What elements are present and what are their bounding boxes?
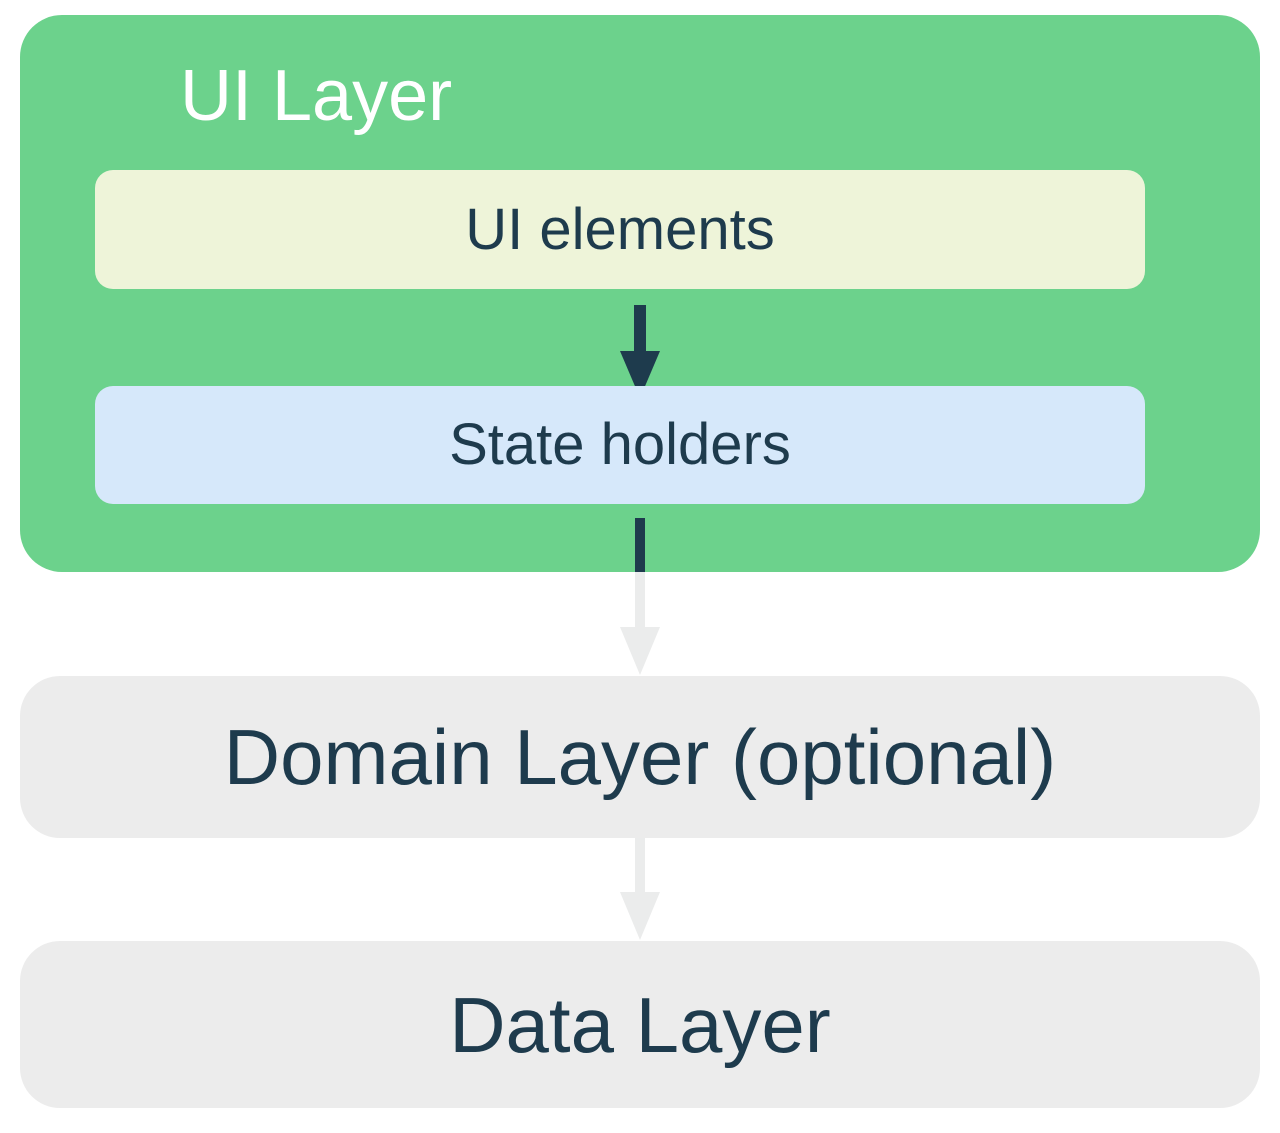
state-holders-label: State holders	[449, 412, 791, 477]
arrow-stub-dark	[635, 518, 645, 572]
ui-elements-label: UI elements	[465, 196, 775, 262]
data-layer-box: Data Layer	[20, 941, 1260, 1108]
ui-elements-box: UI elements	[95, 170, 1145, 289]
domain-layer-box: Domain Layer (optional)	[20, 676, 1260, 838]
domain-layer-label: Domain Layer (optional)	[223, 713, 1057, 801]
state-holders-box: State holders	[95, 386, 1145, 504]
arrow-down-light-icon	[620, 838, 660, 940]
arrow-down-light-icon	[620, 572, 660, 675]
ui-layer-title: UI Layer	[180, 56, 453, 136]
data-layer-label: Data Layer	[449, 980, 831, 1069]
arrow-down-dark-icon	[620, 305, 660, 398]
